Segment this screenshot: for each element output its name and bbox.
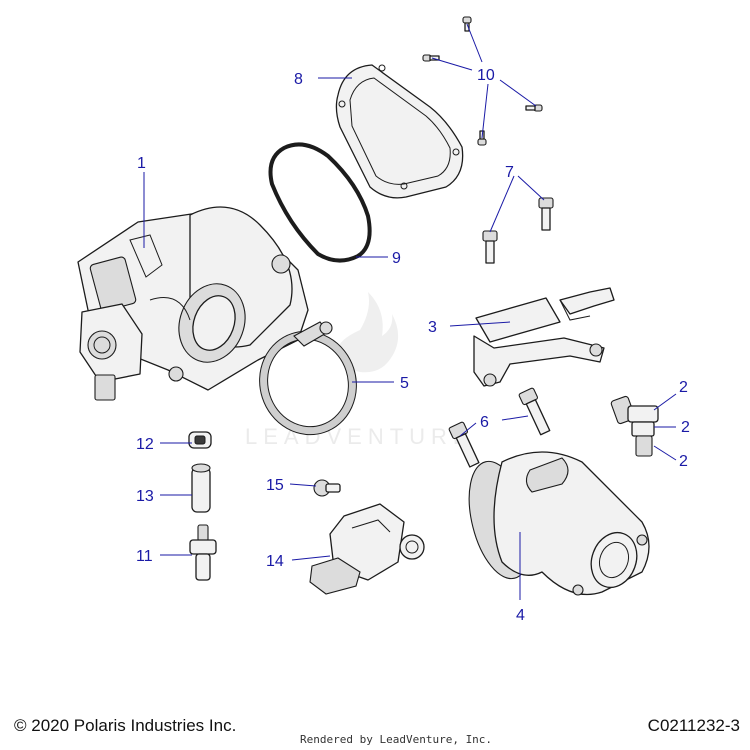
callout-14: 14 [266,553,284,570]
hose-clamp [259,321,357,436]
callout-10: 10 [477,67,495,84]
watermark-text: LEADVENTURE [245,424,474,449]
callout-3: 3 [428,319,437,336]
screw-small [313,479,341,497]
map-sensor [309,503,425,595]
hose-fitting [189,524,217,581]
rendered-by-notice: Rendered by LeadVenture, Inc. [300,733,493,746]
callout-15: 15 [266,477,284,494]
throttle-body [77,206,309,401]
callout-11: 11 [136,548,153,565]
cover-plate [335,64,464,199]
bolts-long [482,197,554,264]
hose-section [191,463,211,513]
leader-lines [143,23,677,600]
callout-1: 1 [137,155,146,172]
callout-12: 12 [136,436,154,453]
intake-adapter [468,451,650,596]
callout-2-middle: 2 [681,419,690,436]
callout-2-bottom: 2 [679,453,688,470]
copyright-notice: © 2020 Polaris Industries Inc. [14,716,237,735]
screws-small [422,16,543,146]
sensor-bracket [473,287,615,387]
gasket-ring [268,142,372,263]
callout-13: 13 [136,488,154,505]
hose-clip [188,431,212,449]
diagram-code: C0211232-3 [647,716,740,735]
callout-2-top: 2 [679,379,688,396]
callout-labels: 1 2 2 2 3 4 5 6 7 8 9 10 11 12 13 14 15 [136,67,690,624]
callout-5: 5 [400,375,409,392]
callout-8: 8 [294,71,303,88]
callout-9: 9 [392,250,401,267]
leadventure-watermark: LEADVENTURE [245,292,474,449]
callout-6: 6 [480,414,489,431]
callout-4: 4 [516,607,525,624]
fuel-injector [610,395,659,457]
callout-7: 7 [505,164,514,181]
